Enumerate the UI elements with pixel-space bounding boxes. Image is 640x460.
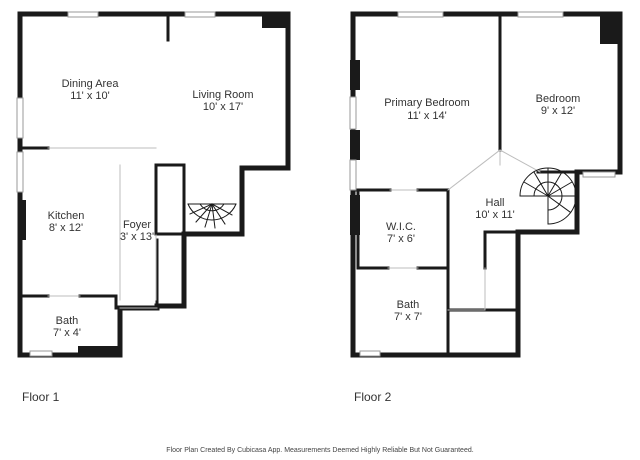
window [582, 171, 616, 178]
floor-1-interior-wall [78, 294, 118, 310]
floor-1-room-labels: Dining Area 11' x 10' Living Room 10' x … [48, 78, 254, 339]
footer-disclaimer: Floor Plan Created By Cubicasa App. Meas… [166, 447, 474, 454]
room-name-bath-2: Bath [397, 299, 420, 311]
floor-1-outer-wall [17, 11, 291, 358]
floor-2-corner-block [600, 14, 620, 44]
window [16, 151, 24, 193]
room-dims-bath: 7' x 4' [53, 327, 81, 339]
room-name-foyer: Foyer [123, 219, 151, 231]
room-dims-kitchen: 8' x 12' [49, 222, 83, 234]
floor-2-outer-wall [350, 11, 623, 358]
floor-1-corner-block [78, 346, 120, 356]
room-dims-primary-bedroom: 11' x 14' [407, 110, 446, 122]
window [349, 96, 357, 130]
window [29, 350, 53, 357]
window [359, 350, 381, 357]
floor-2-corner-block [350, 195, 360, 235]
window [184, 11, 216, 18]
floor-2-room-labels: Primary Bedroom 11' x 14' Bedroom 9' x 1… [384, 93, 580, 323]
window [67, 11, 99, 18]
floor-1-doors [47, 147, 158, 309]
room-name-hall: Hall [486, 197, 505, 209]
room-dims-dining-area: 11' x 10' [70, 90, 109, 102]
floor-1-stair-icon [187, 203, 237, 229]
room-name-living-room: Living Room [192, 89, 253, 101]
floor-2-label: Floor 2 [354, 390, 392, 404]
room-name-primary-bedroom: Primary Bedroom [384, 97, 470, 109]
window [16, 97, 24, 139]
floor-1-corner-block [262, 14, 288, 28]
room-dims-hall: 10' x 11' [475, 209, 514, 221]
floor-2-plan [349, 11, 623, 358]
floor-2-corner-block [350, 60, 360, 90]
room-dims-living-room: 10' x 17' [203, 101, 243, 113]
room-dims-wic: 7' x 6' [387, 233, 415, 245]
room-name-dining-area: Dining Area [62, 78, 120, 90]
floor-1-label: Floor 1 [22, 390, 60, 404]
floor-2-windows [349, 11, 616, 357]
room-name-kitchen: Kitchen [48, 210, 85, 222]
room-name-bedroom: Bedroom [536, 93, 581, 105]
room-name-bath: Bath [56, 315, 79, 327]
floor-1-plan [16, 11, 291, 358]
floor-2-stair-icon [519, 167, 577, 225]
room-dims-bedroom: 9' x 12' [541, 105, 575, 117]
window [397, 11, 444, 18]
floor-1-windows [16, 11, 216, 357]
floor-1-corner-block [18, 200, 26, 240]
window [349, 159, 357, 191]
floor-2-interior-wall [416, 188, 450, 270]
window [517, 11, 564, 18]
room-name-wic: W.I.C. [386, 221, 416, 233]
floor-1-interior-wall [154, 163, 186, 236]
room-dims-bath-2: 7' x 7' [394, 311, 422, 323]
floor-2-angled-walls [447, 149, 541, 311]
floor-2-corner-block [350, 130, 360, 160]
floor-2-doors [387, 149, 501, 311]
room-dims-foyer: 3' x 13' [120, 231, 154, 243]
